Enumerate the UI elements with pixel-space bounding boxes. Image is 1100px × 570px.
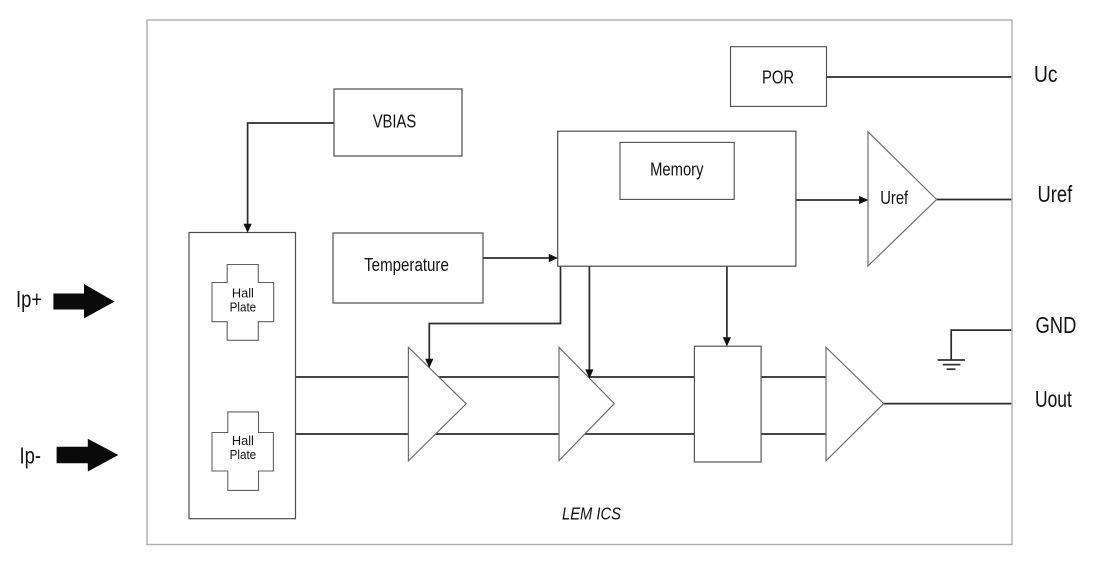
svg-text:Uref: Uref — [880, 187, 909, 208]
svg-text:Hall: Hall — [232, 286, 254, 301]
svg-text:Memory: Memory — [650, 158, 704, 179]
svg-text:GND: GND — [1036, 312, 1077, 338]
svg-text:LEM ICS: LEM ICS — [562, 504, 621, 524]
svg-text:Hall: Hall — [232, 433, 254, 448]
svg-text:POR: POR — [762, 67, 794, 88]
svg-text:Uref: Uref — [1038, 181, 1073, 207]
svg-text:Plate: Plate — [230, 447, 257, 462]
svg-text:Uc: Uc — [1034, 61, 1058, 87]
svg-text:Temperature: Temperature — [364, 254, 449, 275]
svg-text:Uout: Uout — [1035, 386, 1072, 412]
svg-text:Ip-: Ip- — [20, 442, 42, 468]
svg-text:Ip+: Ip+ — [16, 286, 42, 312]
svg-text:VBIAS: VBIAS — [373, 111, 417, 132]
svg-text:Plate: Plate — [230, 300, 257, 315]
